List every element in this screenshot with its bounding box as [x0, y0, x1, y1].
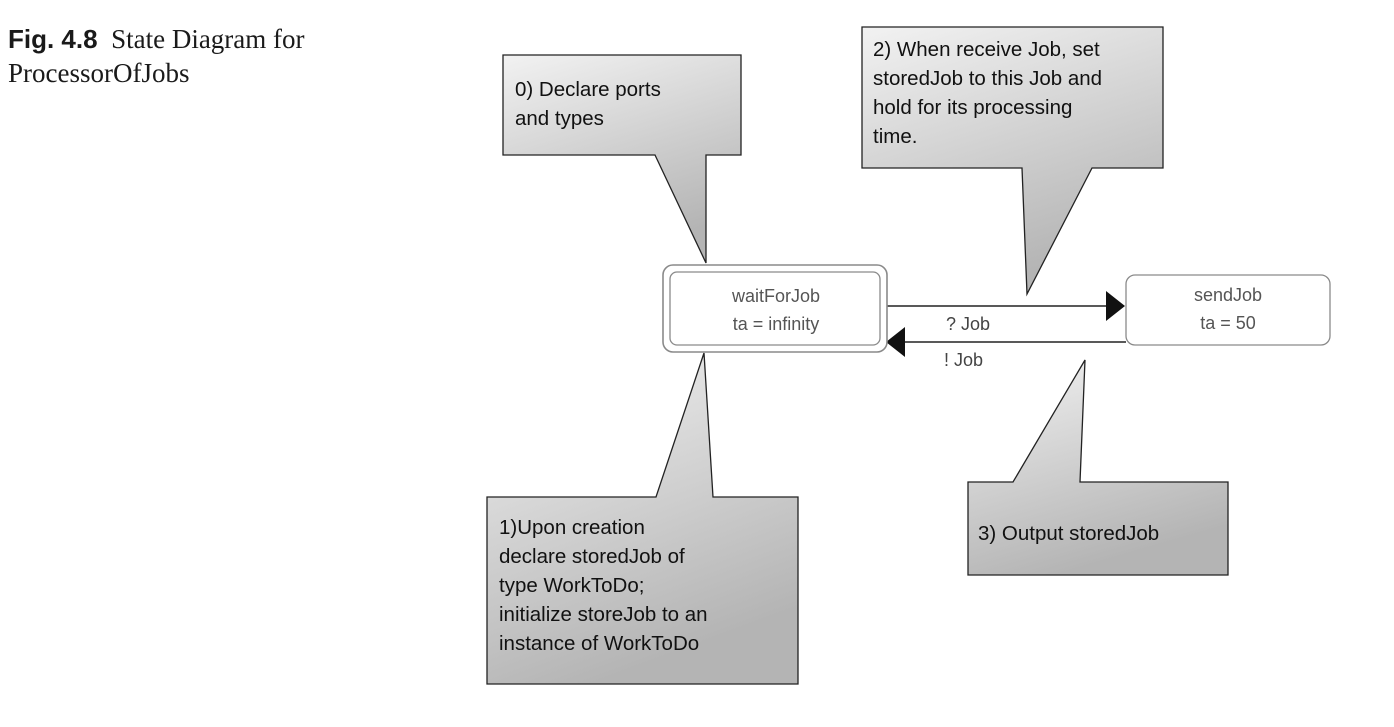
svg-text:0) Declare ports and typ: 0) Declare ports and types — [515, 78, 667, 130]
state-sendjob: sendJob ta = 50 — [1125, 274, 1331, 346]
state-sendjob-name: sendJob — [1194, 285, 1262, 305]
callout-1-line-3: type WorkToDo; — [499, 574, 644, 597]
callout-0-line-2: and types — [515, 107, 604, 130]
state-waitforjob-ta: ta = infinity — [733, 314, 820, 334]
state-waitforjob-name: waitForJob — [731, 286, 820, 306]
arrowhead-to-sendjob — [1106, 291, 1125, 321]
callout-3-output-job: 3) Output storedJob — [967, 359, 1229, 576]
caption-line-1: State Diagram for — [111, 24, 305, 54]
callout-2-receive-job: 2) When receive Job, set storedJob to th… — [861, 26, 1164, 297]
callout-1-line-1: 1)Upon creation — [499, 516, 645, 539]
figure-label: Fig. 4.8 — [8, 24, 98, 54]
callout-1-upon-creation: 1)Upon creation declare storedJob of typ… — [486, 352, 799, 685]
callout-0-line-1: 0) Declare ports — [515, 78, 661, 101]
transition-receive-job: ? Job — [887, 291, 1125, 334]
callout-2-line-4: time. — [873, 125, 917, 148]
svg-text:1)Upon creation declare: 1)Upon creation declare storedJob of typ… — [499, 516, 713, 655]
arrowhead-to-waitforjob — [886, 327, 905, 357]
callout-1-line-2: declare storedJob of — [499, 545, 685, 568]
figure-caption: Fig. 4.8 State Diagram for ProcessorOfJo… — [8, 22, 428, 90]
callout-0-declare-ports: 0) Declare ports and types — [502, 54, 742, 264]
transition-label-send: ! Job — [944, 350, 983, 370]
svg-text:2) When receive Job, set: 2) When receive Job, set storedJob to th… — [873, 38, 1108, 148]
caption-line-2: ProcessorOfJobs — [8, 58, 190, 88]
state-sendjob-ta: ta = 50 — [1200, 313, 1256, 333]
callout-1-line-4: initialize storeJob to an — [499, 603, 708, 626]
transition-label-receive: ? Job — [946, 314, 990, 334]
callout-1-line-5: instance of WorkToDo — [499, 632, 699, 655]
transition-send-job: ! Job — [886, 327, 1126, 370]
callout-3-line-1: 3) Output storedJob — [978, 522, 1159, 545]
state-waitforjob: waitForJob ta = infinity — [662, 264, 888, 353]
callout-2-line-2: storedJob to this Job and — [873, 67, 1102, 90]
callout-2-line-1: 2) When receive Job, set — [873, 38, 1100, 61]
svg-text:3) Output storedJob: 3) Output storedJob — [978, 522, 1159, 545]
callout-2-line-3: hold for its processing — [873, 96, 1072, 119]
